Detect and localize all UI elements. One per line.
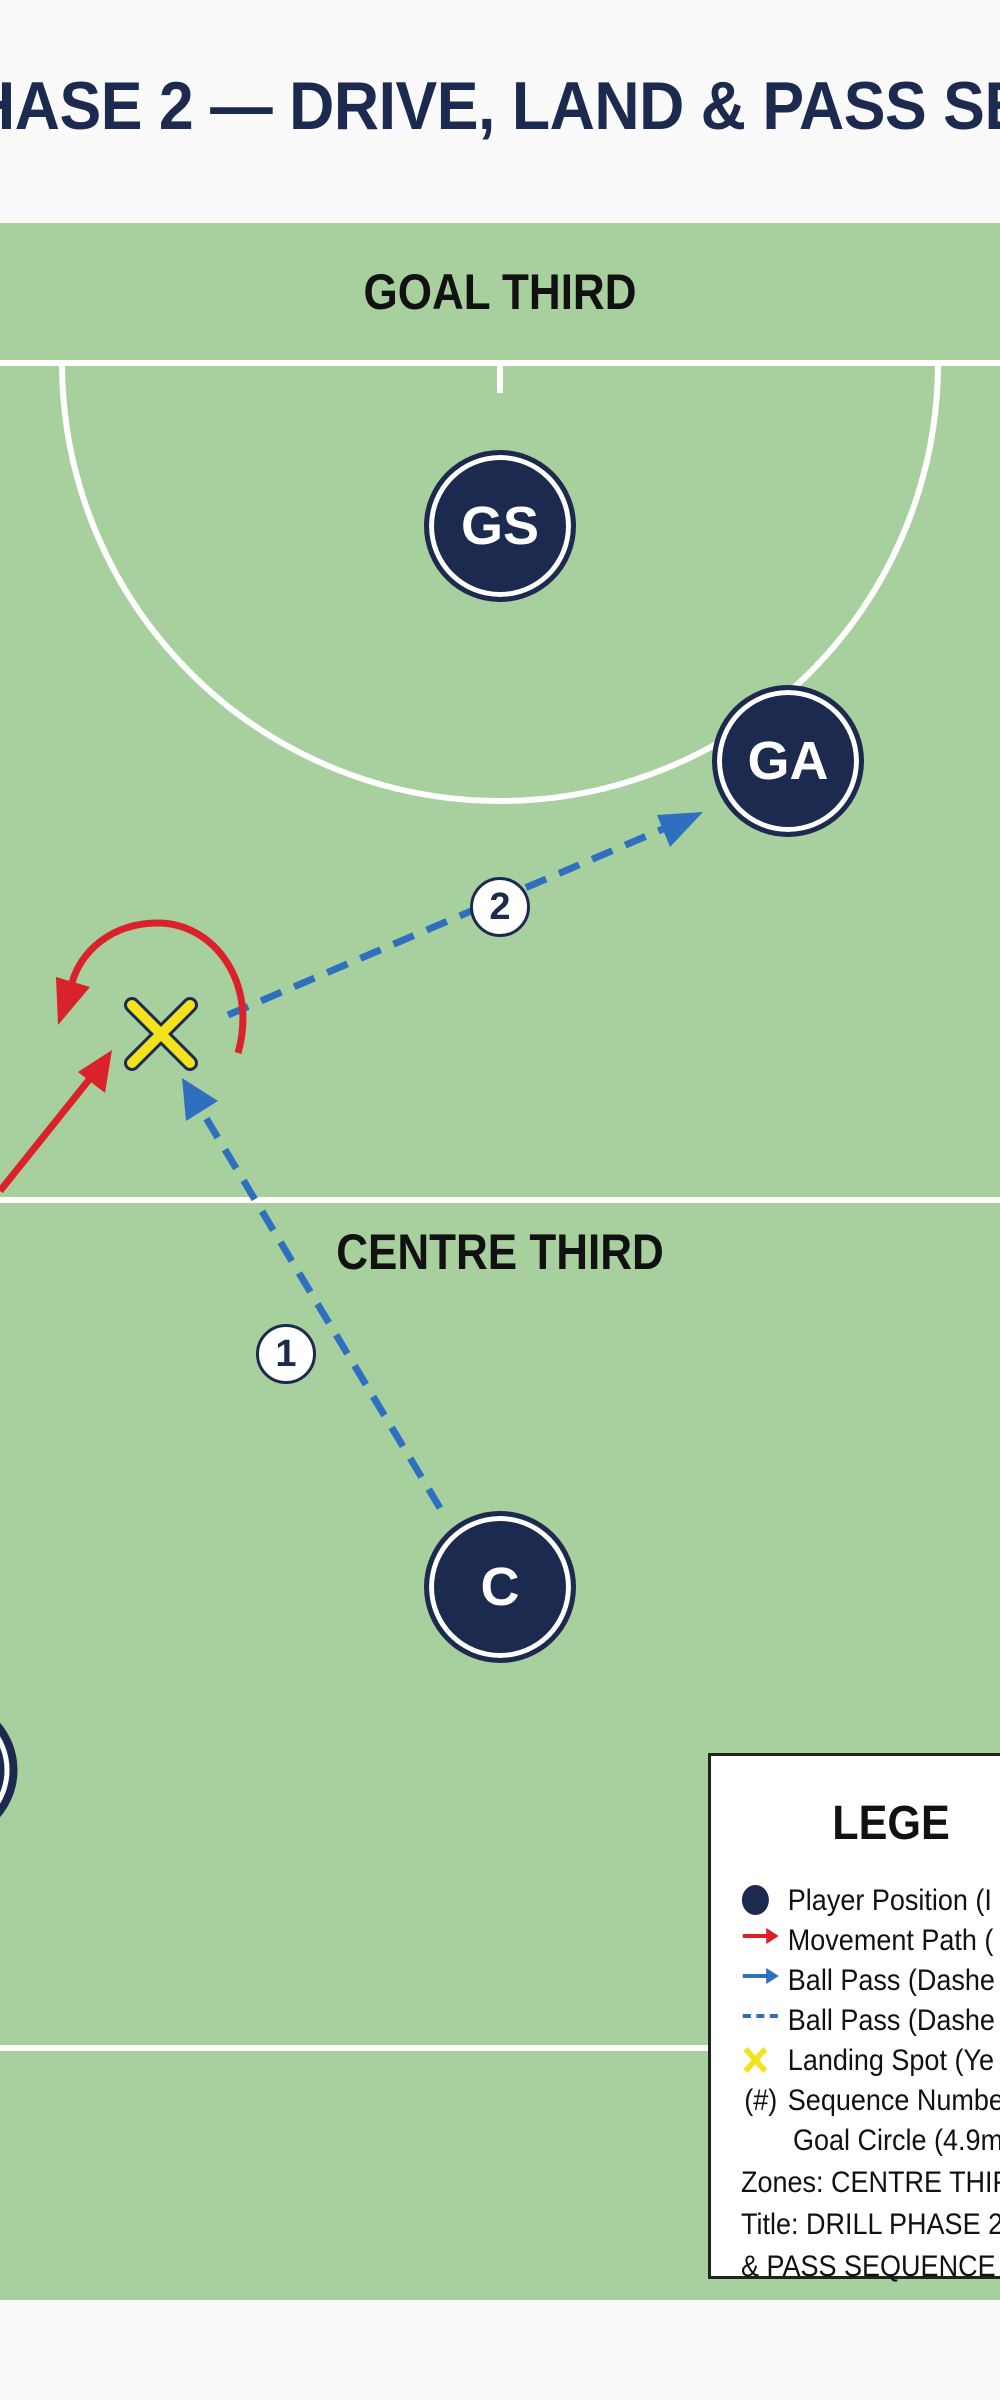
sequence-number-2: 2 <box>470 877 530 937</box>
ball-pass-1 <box>196 1106 444 1510</box>
goal-circle <box>59 362 941 804</box>
movement-path-turn-arrowhead <box>56 977 90 1025</box>
legend-title-note-cont: & PASS SEQUENCE <box>741 2250 996 2283</box>
legend-item-player: Player Position (I <box>741 1884 992 1918</box>
sequence-number-1: 1 <box>256 1324 316 1384</box>
legend-zones-note: Zones: CENTRE THIF <box>741 2166 1000 2199</box>
netball-court: GOAL THIRD CENTRE THIRD GS GA C 1 2 LEGE… <box>0 223 1000 2300</box>
legend-item-label: Player Position (I <box>787 1884 992 1917</box>
ball-pass-1-arrowhead <box>182 1078 218 1121</box>
player-ga: GA <box>712 685 864 837</box>
court-markings <box>0 360 1000 2051</box>
ball-pass-2 <box>226 822 672 1019</box>
hash-icon: (#) <box>744 2084 778 2117</box>
player-c: C <box>424 1511 576 1663</box>
legend-title: LEGE <box>832 1797 950 1850</box>
legend-item-sequence: (#) Sequence Numbe <box>741 2084 1000 2118</box>
legend-item-movement: Movement Path ( <box>741 1924 993 1958</box>
legend-item-ball-pass-dash: Ball Pass (Dashe <box>741 2004 995 2038</box>
movement-path-turn <box>68 919 247 1054</box>
page-title: HASE 2 — DRIVE, LAND & PASS SE <box>0 68 1000 144</box>
zone-label-centre-third: CENTRE THIRD <box>336 1224 664 1280</box>
legend-item-ball-pass-arrow: Ball Pass (Dashe <box>741 1964 995 1998</box>
legend-panel: LEGE Player Position (I Movement Path ( … <box>708 1753 1000 2283</box>
legend-item-label: Ball Pass (Dashe <box>787 2004 995 2037</box>
landing-spot-icon <box>124 997 198 1071</box>
legend-item-label: Ball Pass (Dashe <box>787 1964 995 1997</box>
legend-item-landing: Landing Spot (Ye <box>741 2044 994 2078</box>
movement-path-drive <box>0 1073 95 1194</box>
legend-item-label: Sequence Numbe <box>787 2084 1000 2117</box>
ball-pass-2-arrowhead <box>657 812 703 847</box>
legend-title-note: Title: DRILL PHASE 2 <box>741 2208 1000 2241</box>
legend-goal-circle-note: Goal Circle (4.9m <box>793 2124 1000 2157</box>
zone-label-goal-third: GOAL THIRD <box>363 264 637 320</box>
legend-item-label: Landing Spot (Ye <box>787 2044 994 2077</box>
movement-path-drive-arrowhead <box>78 1050 112 1093</box>
player-gs: GS <box>424 450 576 602</box>
legend-item-label: Movement Path ( <box>787 1924 994 1957</box>
